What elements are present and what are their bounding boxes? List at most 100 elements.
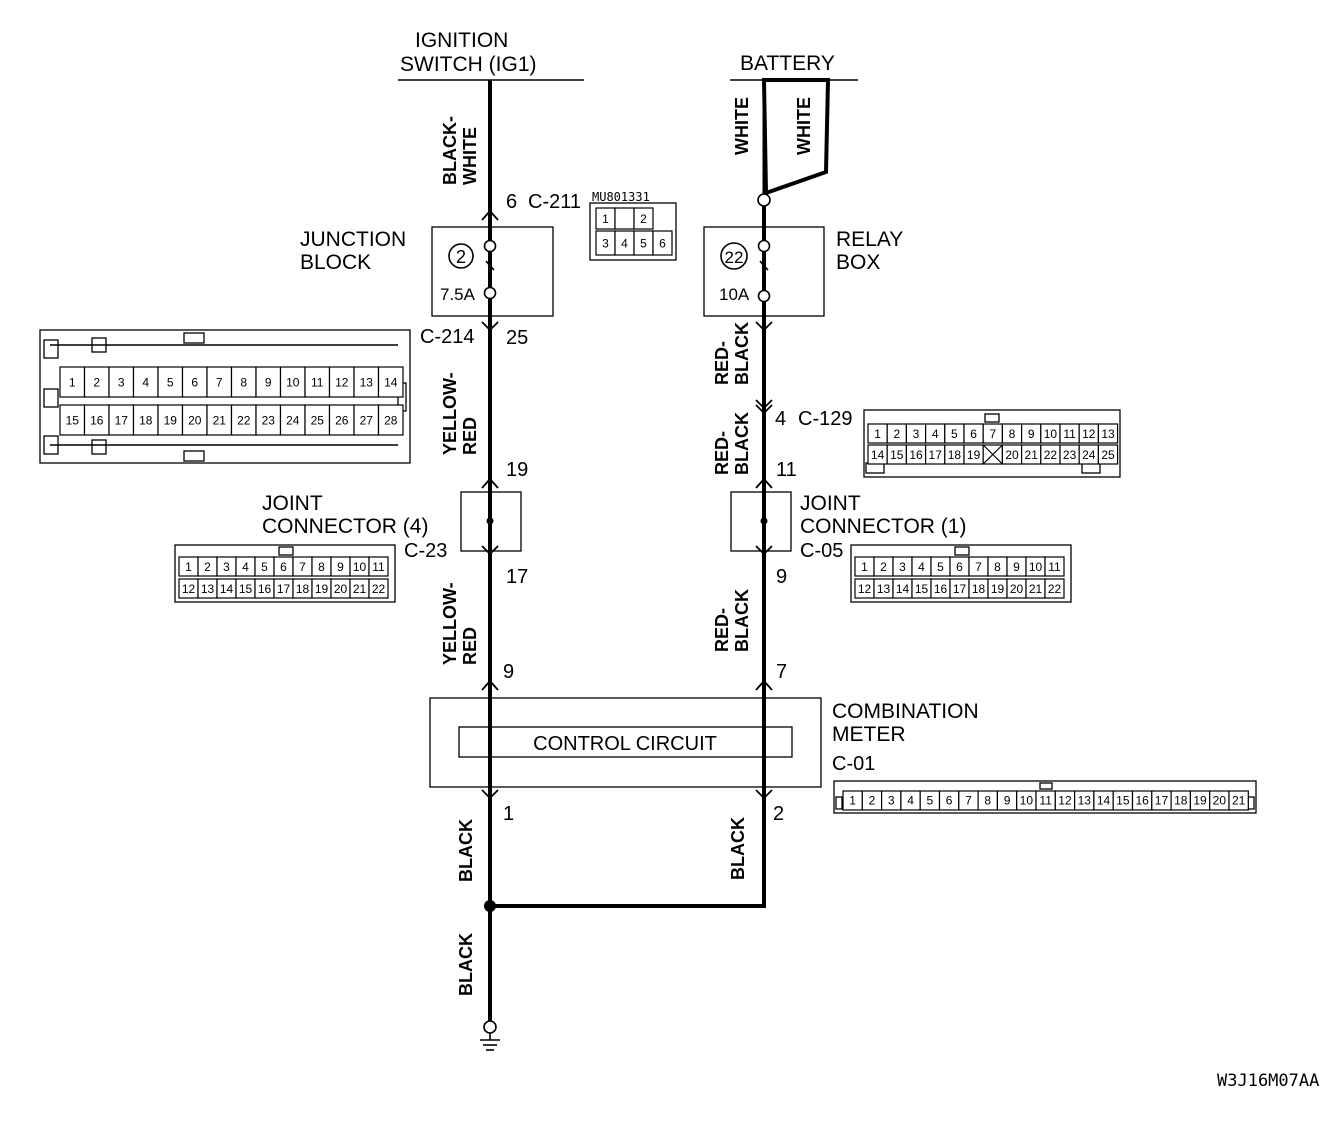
wire-label-black-left: BLACK [456,819,476,882]
wire-label-yellow-red-1: YELLOW-RED [440,372,480,455]
connector-pin-cell [255,366,282,398]
battery-source: BATTERY [730,52,858,81]
connector-pin-number: 1 [849,793,856,807]
ground-symbol [480,1020,500,1051]
connector-pin-number: 5 [937,560,944,574]
joint-connector-1 [730,491,792,552]
connector-pin-number: 1 [69,376,76,390]
connector-pin-cell [255,404,282,436]
connector-pin-cell [157,404,184,436]
connector-pin-number: 8 [318,560,325,574]
connector-pin-number: 5 [927,793,934,807]
wire-label-black-white: BLACK-WHITE [440,116,480,185]
connector-pin-number: 24 [286,414,300,428]
joint-connector-1-label-line1: JOINT [800,492,861,515]
relay-box-label-line1: RELAY [836,228,903,251]
connector-pin-number: 4 [621,236,628,250]
connector-pin-cell [108,404,135,436]
connector-pin-number: 16 [934,582,948,596]
connector-pin-number: 14 [871,448,885,462]
connector-pin-number: 2 [869,793,876,807]
control-circuit-label: CONTROL CIRCUIT [533,733,717,755]
pin-19: 19 [506,459,528,481]
connector-pin-number: 12 [1058,793,1072,807]
relay-box-label-line2: BOX [836,251,880,274]
connector-pin-number: 17 [1155,793,1169,807]
connector-pin-number: 19 [315,582,329,596]
wire-label-black-right: BLACK [728,817,748,880]
connector-pin-number: 19 [991,582,1005,596]
connector-pin-number: 14 [896,582,910,596]
connector-pin-number: 19 [164,414,178,428]
connector-pin-number: 14 [1097,793,1111,807]
junction-block: 2 7.5A [431,226,554,317]
connector-pin-cell [1044,578,1065,599]
connector-pin-cell [1228,790,1249,811]
connector-pin-number: 16 [258,582,272,596]
fuse-number-badge [448,243,474,269]
empty-pin-cross [982,444,1003,465]
connector-pin-number: 1 [874,427,881,441]
wire-label-black-ground: BLACK [456,933,476,996]
connector-pin-cell [132,404,159,436]
pin-1: 1 [503,803,514,825]
connector-pin-number: 11 [1063,427,1076,441]
connector-pin-number: 11 [1039,793,1052,807]
connector-pin-cell [614,207,635,230]
connector-pin-cell [108,366,135,398]
relay-box: 22 10A [703,226,825,317]
connector-pin-number: 8 [984,793,991,807]
connector-pin-number: 16 [90,414,104,428]
pin-4: 4 [775,408,786,430]
connector-pin-number: 16 [909,448,923,462]
wire-label-yellow-red-2: YELLOW-RED [440,582,480,665]
connector-c01-label: C-01 [832,753,875,775]
wire-label-red-black-1: RED-BLACK [712,322,752,385]
connector-pin-number: 18 [948,448,962,462]
connector-pin-number: 12 [182,582,196,596]
connector-pin-number: 12 [858,582,872,596]
connector-pin-number: 15 [915,582,929,596]
connector-pin-number: 12 [335,376,349,390]
meter-label-line2: METER [832,723,906,746]
meter-label-line1: COMBINATION [832,700,979,723]
fuse-number: 2 [456,247,466,267]
connector-pin-cell [368,556,389,577]
connector-pin-number: 17 [953,582,967,596]
connector-pin-number: 24 [1082,448,1096,462]
connector-pin-number: 11 [372,560,385,574]
connector-pin-number: 3 [899,560,906,574]
connector-pin-number: 7 [299,560,306,574]
connector-pin-cell [652,230,673,256]
wire-label-red-black-3: RED-BLACK [712,589,752,652]
connector-pin-number: 6 [191,376,198,390]
connector-pin-number: 6 [970,427,977,441]
connector-pin-number: 18 [972,582,986,596]
connector-pin-number: 1 [602,212,609,226]
connector-pin-number: 16 [1135,793,1149,807]
pin-25: 25 [506,327,528,349]
figure-code: W3J16M07AA [1217,1071,1319,1091]
connector-pin-cell [377,366,404,398]
connector-pin-cell [353,404,380,436]
connector-pin-cell [368,578,389,599]
wire-label-white-thick: WHITE [794,97,814,155]
connector-pin-number: 25 [311,414,325,428]
connector-pin-number: 21 [353,582,367,596]
connector-pin-number: 18 [139,414,153,428]
connector-pin-number: 8 [240,376,247,390]
connector-pin-number: 5 [261,560,268,574]
pin-9-left: 9 [503,661,514,683]
connector-pin-number: 10 [1044,427,1058,441]
pin-6: 6 [506,191,517,213]
connector-pin-number: 10 [1020,793,1034,807]
connector-pin-number: 6 [659,236,666,250]
connector-pin-number: 22 [372,582,386,596]
connector-pin-number: 4 [932,427,939,441]
connector-c05-label: C-05 [800,540,843,562]
